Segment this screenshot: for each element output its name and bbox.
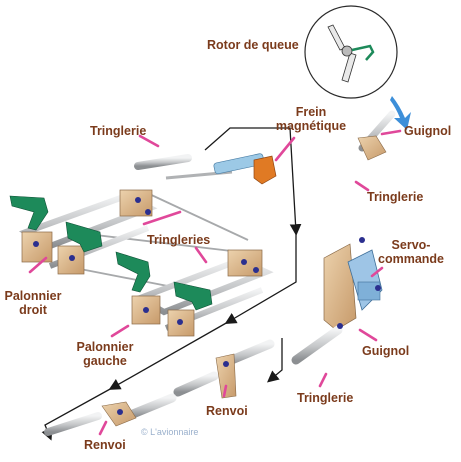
leader-tringlerie-top — [138, 134, 160, 148]
label-tringleries: Tringleries — [147, 233, 211, 247]
leader-servo — [370, 266, 384, 278]
label-palonnier-droit-line2: droit — [19, 303, 47, 317]
label-palonnier-droit-line1: Palonnier — [4, 289, 62, 303]
leader-tringleries-a — [142, 210, 182, 226]
credit-watermark: © L'avionnaire — [141, 427, 199, 437]
leader-renvoi-middle — [222, 384, 228, 398]
label-frein-line1: Frein — [295, 105, 327, 119]
right-pedal-assembly — [9, 189, 158, 275]
label-servo-line2: commande — [378, 252, 444, 266]
label-frein-magnetique: Frein magnétique — [270, 105, 352, 133]
label-palonnier-gauche: Palonnier gauche — [70, 340, 140, 368]
leader-palonnier-gauche — [110, 324, 130, 338]
leader-tringlerie-bottom — [318, 372, 328, 388]
label-frein-line2: magnétique — [275, 119, 347, 133]
leader-tringleries-b — [194, 246, 208, 264]
right-rod-assembly — [291, 110, 396, 365]
label-servo-commande: Servo- commande — [376, 238, 446, 266]
tail-rotor-illustration — [304, 5, 398, 99]
label-tringlerie-top: Tringlerie — [90, 124, 147, 138]
label-palonnier-droit: Palonnier droit — [0, 289, 66, 317]
leader-renvoi-left — [98, 420, 108, 436]
left-pedal-assembly — [115, 249, 274, 337]
leader-lines — [28, 129, 402, 436]
label-tringlerie-right: Tringlerie — [367, 190, 424, 204]
label-tringlerie-bottom: Tringlerie — [297, 391, 354, 405]
label-renvoi-middle: Renvoi — [206, 404, 248, 418]
leader-frein — [274, 136, 296, 162]
leader-palonnier-droit — [28, 256, 48, 274]
brake-assembly — [134, 153, 277, 185]
label-guignol-bottom: Guignol — [362, 344, 410, 358]
label-renvoi-left: Renvoi — [84, 438, 126, 452]
leader-guignol-top — [380, 129, 402, 136]
rotor-rotation-arrow — [390, 96, 411, 130]
label-rotor-de-queue: Rotor de queue — [207, 38, 299, 52]
label-palonnier-gauche-line1: Palonnier — [76, 340, 134, 354]
label-palonnier-gauche-line2: gauche — [83, 354, 127, 368]
label-servo-line1: Servo- — [391, 238, 431, 252]
lower-rod-chain — [44, 339, 275, 436]
label-guignol-top: Guignol — [404, 124, 452, 138]
leader-tringlerie-right — [354, 180, 370, 192]
leader-guignol-bottom — [358, 328, 378, 342]
